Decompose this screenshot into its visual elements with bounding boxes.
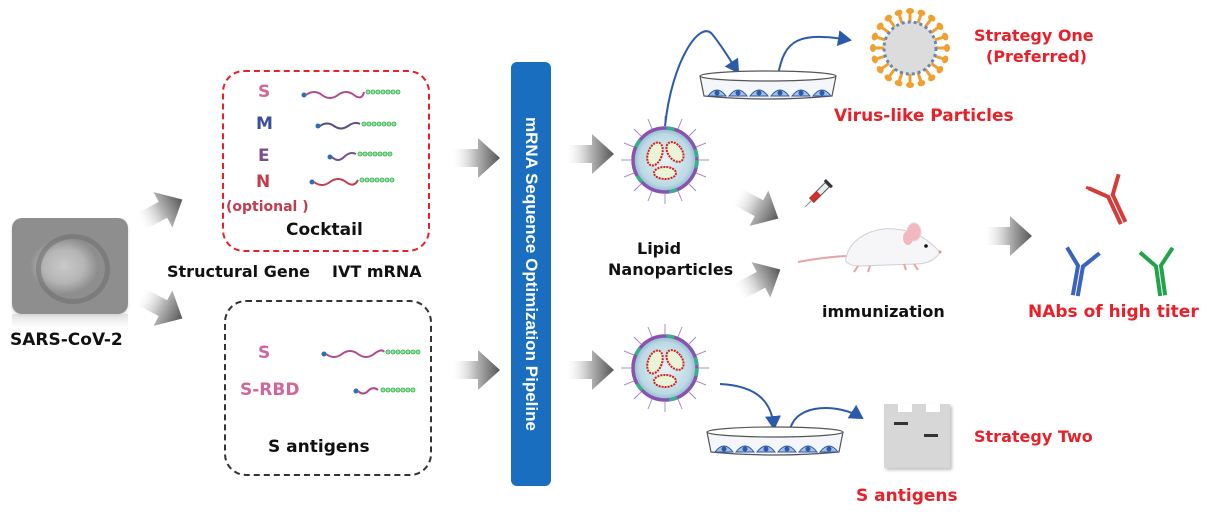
vlp-spike	[916, 72, 926, 87]
structural-gene-label: Structural Gene	[167, 262, 310, 281]
immunization-label: immunization	[822, 302, 945, 321]
nabs-label: NAbs of high titer	[1028, 302, 1199, 322]
gel-blot-icon	[884, 404, 950, 468]
mrna-strands-s-antigens	[321, 349, 421, 395]
vlp-spike	[884, 14, 896, 28]
gene-label-n: N	[256, 172, 271, 192]
curve-lnp-to-dish-bottom	[719, 383, 781, 430]
curve-dish-to-gel	[789, 404, 864, 431]
vlp-spike	[930, 22, 944, 34]
vlp-spike	[884, 68, 896, 82]
vlp-spike	[870, 44, 884, 52]
curve-dish-to-vlp	[777, 30, 852, 77]
vlp-spike	[894, 72, 904, 87]
vlp-spike	[924, 14, 936, 28]
antibody-green	[1138, 246, 1175, 297]
vlp-spike	[916, 9, 926, 24]
gene-label-m: M	[256, 114, 273, 134]
arrow-cocktail-to-pipeline	[452, 138, 500, 178]
gene-label-s-full: S	[258, 343, 271, 363]
cocktail-title: Cocktail	[286, 220, 363, 240]
sars-cov-2-micrograph	[12, 218, 128, 314]
pipeline-label: mRNA Sequence Optimization Pipeline	[522, 117, 541, 431]
vlp-spike	[934, 32, 949, 42]
vlp-spike	[871, 54, 886, 64]
lnp-label-line1: Lipid	[637, 239, 682, 258]
arrow-lnp-to-mouse-upper	[726, 178, 788, 237]
strategy-two-product: S antigens	[856, 486, 958, 506]
arrow-s-antigens-to-pipeline	[452, 350, 500, 390]
micrograph-reflection	[12, 314, 128, 328]
ivt-mrna-label: IVT mRNA	[332, 262, 422, 281]
mrna-strands-cocktail	[301, 89, 401, 186]
strategy-two-title: Strategy Two	[974, 427, 1093, 446]
vlp-spike	[930, 62, 944, 74]
sars-cov-2-label: SARS-CoV-2	[10, 330, 123, 350]
arrow-virus-to-s-antigens	[130, 278, 192, 337]
culture-dish-bottom	[706, 426, 844, 456]
vlp-spike	[936, 44, 950, 52]
strategy-one-preferred: (Preferred)	[986, 47, 1087, 66]
s-antigens-box	[224, 300, 432, 476]
vlp-spike	[934, 54, 949, 64]
antibody-red	[1085, 173, 1128, 225]
arrow-lnp-to-mouse-lower	[728, 251, 790, 310]
antibody-blue	[1065, 246, 1101, 297]
vlp-spike	[906, 8, 914, 22]
lipid-nanoparticle-bottom	[620, 323, 710, 413]
vlp-spike	[894, 9, 904, 24]
culture-dish-top	[699, 70, 837, 100]
lipid-nanoparticle-top	[621, 116, 709, 204]
vlp-spike	[906, 74, 914, 88]
arrow-mouse-to-antibodies	[984, 216, 1032, 256]
arrow-pipeline-to-lnp-bottom	[566, 350, 614, 390]
gene-label-e: E	[258, 146, 270, 166]
mrna-pipeline-bar: mRNA Sequence Optimization Pipeline	[511, 62, 551, 486]
cocktail-box	[222, 70, 430, 252]
vlp-label: Virus-like Particles	[834, 106, 1014, 126]
curve-lnp-to-dish-top	[664, 30, 740, 127]
vlp-spike	[876, 22, 890, 34]
vlp-spike	[876, 62, 890, 74]
vlp-spike	[871, 32, 886, 42]
virus-like-particle	[870, 8, 950, 88]
vlp-spike	[924, 68, 936, 82]
optional-note: (optional )	[226, 199, 309, 215]
arrow-virus-to-cocktail	[130, 181, 192, 240]
mouse-icon	[797, 222, 942, 273]
strategy-one-title: Strategy One	[974, 26, 1094, 45]
s-antigens-box-title: S antigens	[268, 437, 370, 457]
gene-label-s: S	[258, 82, 271, 102]
gene-label-s-rbd: S-RBD	[240, 380, 300, 400]
syringe-icon	[804, 179, 833, 208]
arrow-pipeline-to-lnp-top	[566, 134, 614, 174]
lnp-label-line2: Nanoparticles	[608, 260, 734, 279]
